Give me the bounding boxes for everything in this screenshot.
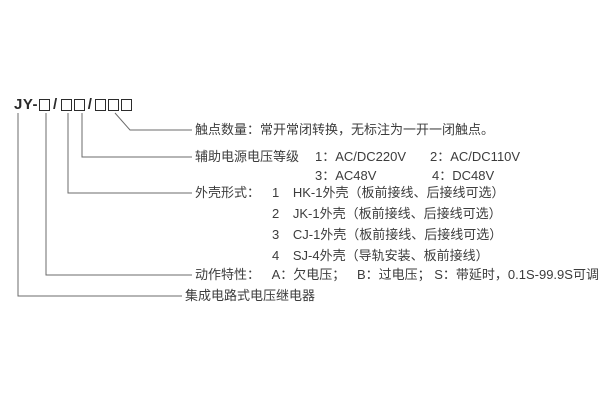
model-code: JY- / / bbox=[14, 96, 133, 113]
connector-case-style bbox=[67, 113, 192, 194]
action-title: 动作特性： bbox=[195, 267, 261, 282]
action-option-s: S：带延时，0.1S-99.9S可调 bbox=[434, 267, 599, 282]
case-style-row: 4 SJ-4外壳（导轨安装、板前接线） bbox=[272, 248, 489, 264]
connector-contacts bbox=[114, 112, 192, 131]
placeholder-box-aux bbox=[73, 98, 85, 111]
case-style-desc: SJ-4外壳（导轨安装、板前接线） bbox=[292, 248, 489, 263]
case-style-num: 1 bbox=[272, 185, 280, 200]
aux-power-option-3: 3：AC48V bbox=[315, 168, 377, 183]
case-style-title: 外壳形式： bbox=[195, 185, 261, 200]
case-style-desc: CJ-1外壳（板前接线、后接线可选） bbox=[292, 227, 503, 242]
case-style-desc: HK-1外壳（板前接线、后接线可选） bbox=[292, 185, 505, 200]
action-option-b: B：过电压； bbox=[356, 267, 431, 282]
case-style-row: 3 CJ-1外壳（板前接线、后接线可选） bbox=[272, 227, 502, 243]
action-option-a: A：欠电压； bbox=[271, 267, 346, 282]
placeholder-box-contact-3 bbox=[121, 98, 133, 111]
case-style-row: 2 JK-1外壳（板前接线、后接线可选） bbox=[272, 206, 502, 222]
product-name: 集成电路式电压继电器 bbox=[185, 288, 316, 303]
model-separator: / bbox=[53, 96, 58, 113]
action-row: 动作特性： A：欠电压； B：过电压； S：带延时，0.1S-99.9S可调 bbox=[195, 267, 599, 283]
contacts-label: 触点数量：常开常闭转换，无标注为一开一闭触点。 bbox=[195, 122, 495, 137]
placeholder-box-contact-1 bbox=[95, 98, 107, 111]
placeholder-box-action bbox=[39, 98, 51, 111]
aux-power-option-2: 2：AC/DC110V bbox=[430, 149, 521, 164]
placeholder-box-contact-2 bbox=[108, 98, 120, 111]
model-prefix: JY- bbox=[14, 96, 39, 113]
model-separator: / bbox=[87, 96, 93, 113]
placeholder-box-case bbox=[60, 98, 72, 111]
case-style-num: 2 bbox=[272, 206, 280, 221]
case-style-num: 3 bbox=[272, 227, 280, 242]
aux-power-option-1: 1：AC/DC220V bbox=[315, 149, 407, 164]
connector-product bbox=[17, 113, 182, 297]
aux-power-option-4: 4：DC48V bbox=[432, 168, 495, 183]
aux-power-title: 辅助电源电压等级 bbox=[195, 149, 300, 164]
case-style-row: 1 HK-1外壳（板前接线、后接线可选） bbox=[272, 185, 504, 201]
case-style-desc: JK-1外壳（板前接线、后接线可选） bbox=[292, 206, 502, 221]
connector-action bbox=[45, 113, 192, 276]
case-style-num: 4 bbox=[272, 248, 280, 263]
connector-aux-power bbox=[81, 113, 192, 158]
